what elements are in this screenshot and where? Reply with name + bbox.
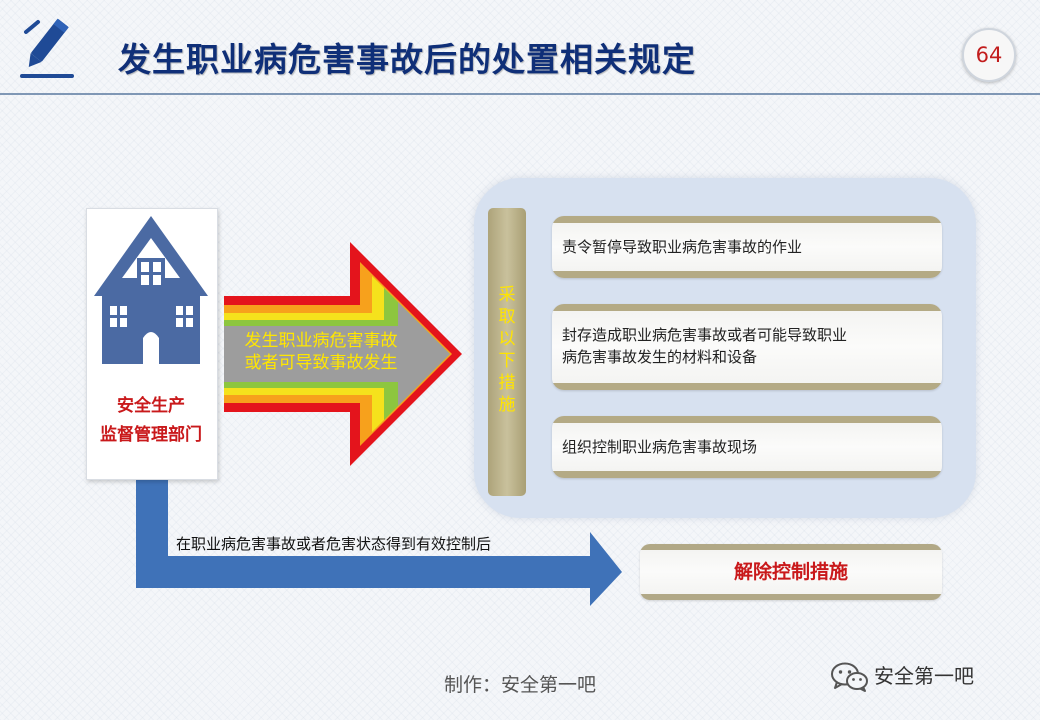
measure-item-text: 组织控制职业病危害事故现场 — [562, 436, 934, 458]
measure-item-seal — [552, 304, 942, 390]
measures-heading-bar — [488, 208, 526, 496]
lift-measures-box — [640, 544, 942, 600]
measures-heading-char: 措 — [498, 373, 516, 393]
measure-item-line: 责令暂停导致职业病危害事故的作业 — [562, 238, 803, 256]
control-arrow — [136, 476, 622, 606]
page-number-badge — [962, 28, 1016, 82]
measures-heading-char: 以 — [498, 329, 516, 349]
footer-credit: 制作：安全第一吧 — [443, 674, 596, 696]
control-condition-label: 在职业病危害事故或者危害状态得到有效控制后 — [176, 535, 492, 553]
incident-arrow — [224, 242, 462, 466]
measure-item-control — [552, 416, 942, 478]
page-title: 发生职业病危害事故后的处置相关规定 — [118, 40, 696, 79]
measure-item-line: 病危害事故发生的材料和设备 — [562, 348, 758, 366]
measure-item-line: 封存造成职业病危害事故或者可能导致职业 — [562, 326, 848, 344]
measure-item-text: 封存造成职业病危害事故或者可能导致职业 病危害事故发生的材料和设备 — [562, 324, 934, 368]
pencil-icon — [20, 18, 74, 78]
incident-label: 发生职业病危害事故 或者可导致事故发生 — [225, 330, 417, 374]
wechat-account-name: 安全第一吧 — [874, 664, 974, 688]
authority-label-line2: 监督管理部门 — [100, 425, 202, 445]
authority-label: 安全生产 监督管理部门 — [86, 392, 216, 450]
authority-label-line1: 安全生产 — [117, 396, 185, 416]
measures-heading-char: 施 — [498, 395, 516, 415]
house-icon — [94, 216, 208, 364]
measure-item-line: 组织控制职业病危害事故现场 — [562, 438, 758, 456]
measure-item-suspend — [552, 216, 942, 278]
measures-heading-char: 下 — [498, 351, 516, 371]
lift-measures-label: 解除控制措施 — [733, 561, 848, 583]
measures-heading: 采 取 以 下 措 施 — [488, 284, 526, 416]
page-number: 64 — [975, 43, 1003, 67]
incident-label-line1: 发生职业病危害事故 — [244, 331, 398, 351]
incident-label-line2: 或者可导致事故发生 — [244, 353, 398, 373]
measure-item-text: 责令暂停导致职业病危害事故的作业 — [562, 236, 934, 258]
wechat-icon — [831, 662, 868, 692]
measures-heading-char: 取 — [498, 307, 516, 327]
measures-heading-char: 采 — [498, 285, 516, 305]
header-divider — [0, 93, 1040, 95]
